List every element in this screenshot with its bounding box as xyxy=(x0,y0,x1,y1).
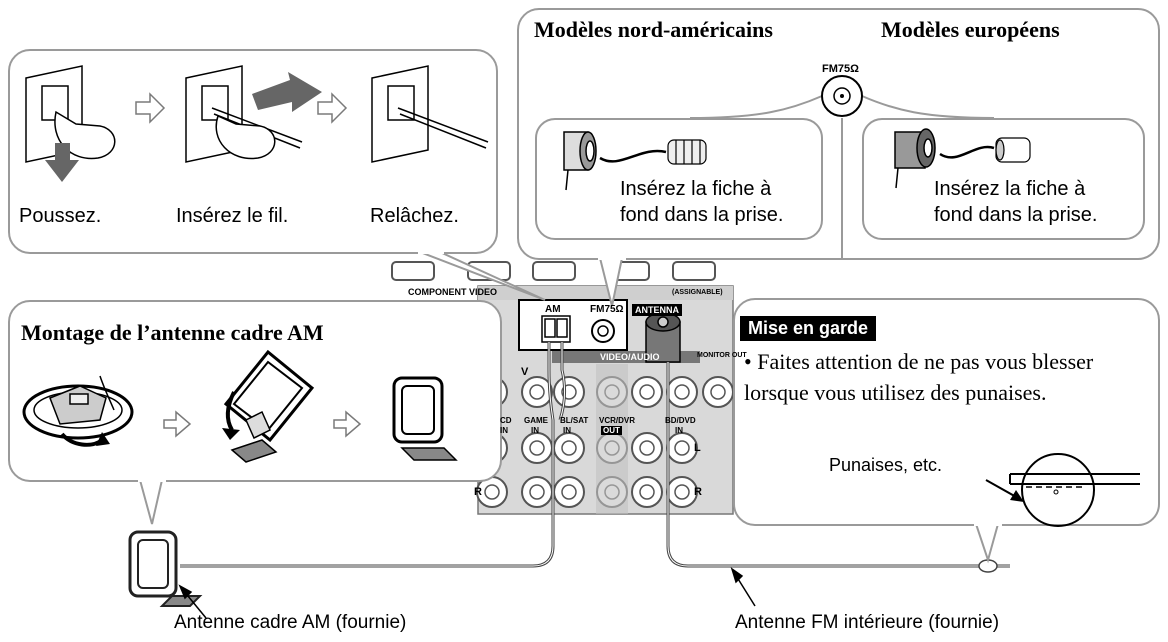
left-channel-label: L xyxy=(694,442,701,454)
in-label-cd: IN xyxy=(500,426,508,435)
bd-dvd-label: BD/DVD xyxy=(665,416,696,425)
caution-badge: Mise en garde xyxy=(740,316,877,341)
am-antenna-label: Antenne cadre AM (fournie) xyxy=(174,612,407,633)
right-channel-label-left: R xyxy=(474,486,482,498)
na-plug-box xyxy=(535,118,823,240)
in-label-blsat: IN xyxy=(563,426,571,435)
na-plug-text: Insérez la fiche à fond dans la prise. xyxy=(620,178,784,226)
eu-plug-box xyxy=(862,118,1145,240)
assignable-label: (ASSIGNABLE) xyxy=(672,289,723,296)
component-video-label: COMPONENT VIDEO xyxy=(408,287,498,297)
am-assembly-title: Montage de l’antenne cadre AM xyxy=(21,320,324,345)
fm75-terminal-label: FM75Ω xyxy=(590,304,624,315)
fm75-top-label: FM75Ω xyxy=(822,63,859,75)
out-label: OUT xyxy=(601,426,622,435)
fm-models-panel xyxy=(517,8,1160,260)
game-label: GAME xyxy=(524,416,548,425)
eu-plug-text: Insérez la fiche à fond dans la prise. xyxy=(934,178,1098,226)
pins-label: Punaises, etc. xyxy=(829,455,943,475)
video-audio-label: VIDEO/AUDIO xyxy=(600,352,660,362)
cd-label: CD xyxy=(500,416,512,425)
vcr-dvr-label: VCR/DVR xyxy=(599,416,636,425)
step-release-label: Relâchez. xyxy=(370,205,459,227)
step-push-label: Poussez. xyxy=(19,205,102,227)
video-label: V xyxy=(521,366,529,378)
caution-text: • Faites attention de ne pas vous blesse… xyxy=(744,349,1094,405)
monitor-out-label: MONITOR OUT xyxy=(697,352,747,359)
bl-sat-label: BL/SAT xyxy=(560,416,589,425)
in-label-bddvd: IN xyxy=(675,426,683,435)
step-insert-label: Insérez le fil. xyxy=(176,205,289,227)
am-terminal-label: AM xyxy=(545,304,561,315)
right-channel-label-right: R xyxy=(694,486,702,498)
antenna-badge: ANTENNA xyxy=(632,304,682,316)
europe-title: Modèles européens xyxy=(881,17,1060,42)
north-america-title: Modèles nord-américains xyxy=(534,17,773,42)
fm-antenna-label: Antenne FM intérieure (fournie) xyxy=(735,612,1000,633)
in-label-game: IN xyxy=(531,426,539,435)
